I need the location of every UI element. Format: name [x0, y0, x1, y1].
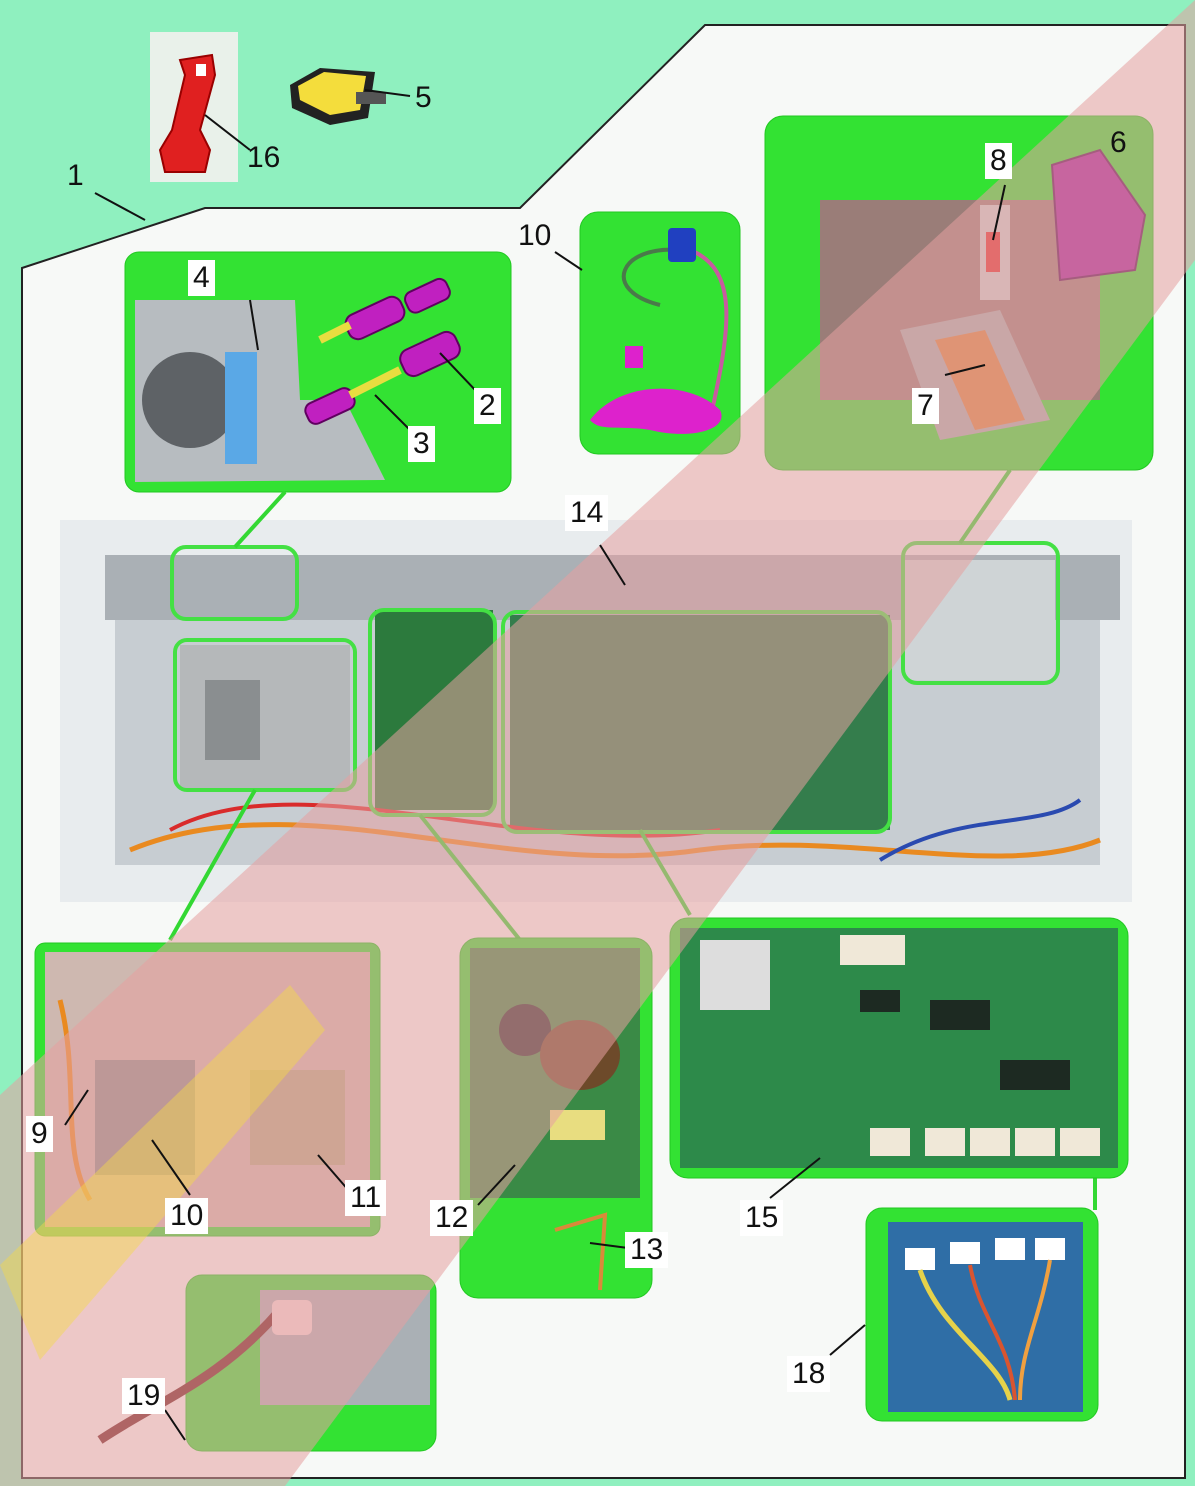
part-16-red-clip [150, 32, 238, 182]
callout-16: 16 [247, 141, 281, 174]
panel-cable [579, 211, 741, 455]
callout-1: 1 [67, 159, 84, 192]
panel-wire-harness [865, 1207, 1099, 1422]
callout-12: 12 [430, 1200, 474, 1236]
callout-18: 18 [787, 1356, 831, 1392]
callout-9: 9 [26, 1116, 53, 1152]
callout-6: 6 [1110, 126, 1127, 159]
callout-15: 15 [740, 1200, 784, 1236]
callout-3: 3 [408, 426, 435, 462]
panel-control-board [669, 917, 1129, 1179]
callout-2: 2 [474, 388, 501, 424]
callout-19: 19 [122, 1378, 166, 1414]
callout-7: 7 [912, 388, 939, 424]
callout-11: 11 [345, 1180, 387, 1216]
callout-14: 14 [565, 495, 609, 531]
panel-fuse-holder [124, 251, 512, 493]
callout-10-top: 10 [518, 219, 552, 252]
watermark-yellow [0, 985, 325, 1360]
callout-10-bottom: 10 [165, 1198, 209, 1234]
part-5-yellow-block [290, 68, 386, 125]
callout-8: 8 [985, 143, 1012, 179]
callout-5: 5 [415, 81, 432, 114]
callout-4: 4 [188, 260, 215, 296]
callout-13: 13 [625, 1232, 669, 1268]
leader-lines [64, 89, 1006, 1441]
